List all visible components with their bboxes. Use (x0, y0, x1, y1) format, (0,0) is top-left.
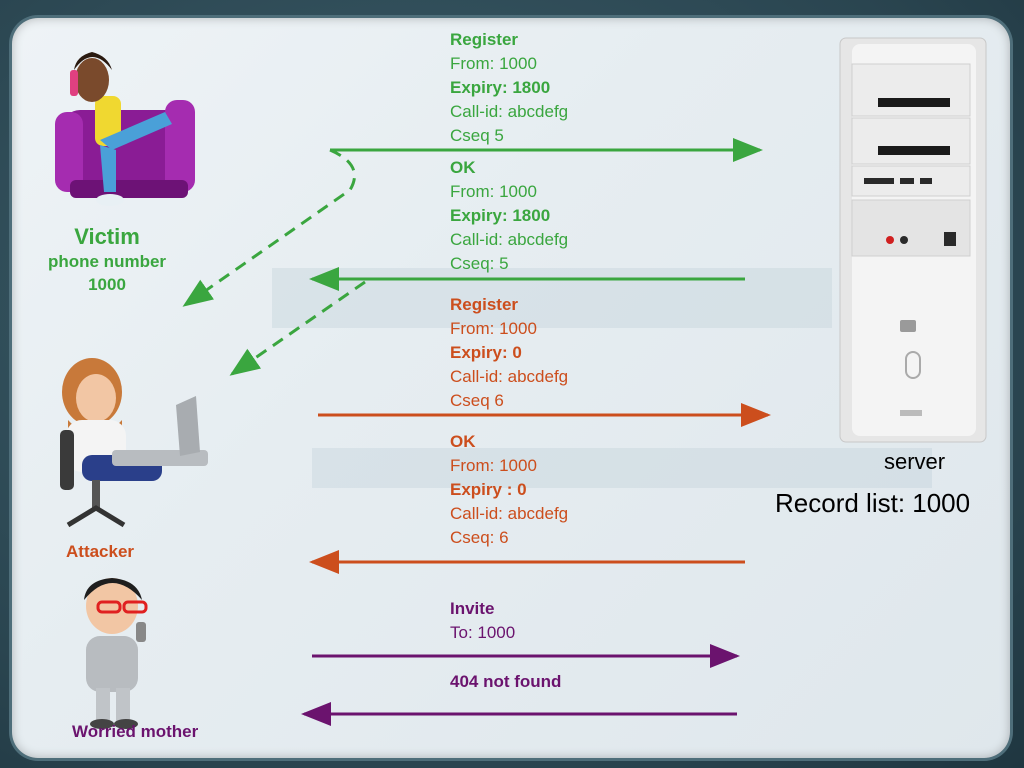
victim-figure (55, 52, 195, 206)
register2-callid: Call-id: abcdefg (450, 367, 569, 386)
ok1-from: From: 1000 (450, 182, 537, 201)
background-stripe (312, 448, 932, 488)
victim-phone-number: 1000 (88, 275, 126, 294)
ok1-title: OK (450, 158, 476, 177)
victim-phone-label: phone number (47, 252, 167, 271)
ok2-callid: Call-id: abcdefg (450, 504, 569, 523)
register1-callid: Call-id: abcdefg (450, 102, 569, 121)
register1-from: From: 1000 (450, 54, 537, 73)
server-figure (839, 37, 987, 443)
register2-from: From: 1000 (450, 319, 537, 338)
ok1-expiry: Expiry: 1800 (450, 206, 551, 225)
attacker-label: Attacker (66, 542, 135, 561)
ok2-from: From: 1000 (450, 456, 537, 475)
invite-title: Invite (450, 599, 495, 618)
register2-cseq: Cseq 6 (450, 391, 504, 410)
attacker-figure (60, 358, 208, 528)
ok1-callid: Call-id: abcdefg (450, 230, 569, 249)
victim-name: Victim (74, 224, 140, 249)
mother-label: Worried mother (72, 722, 199, 741)
register1-cseq: Cseq 5 (450, 126, 504, 145)
register2-expiry: Expiry: 0 (450, 343, 522, 362)
invite-message: Invite To: 1000 (450, 597, 515, 645)
mother-figure (84, 578, 148, 729)
register2-message: Register From: 1000 Expiry: 0 Call-id: a… (450, 293, 568, 413)
register2-title: Register (450, 295, 519, 314)
ok1-message: OK From: 1000 Expiry: 1800 Call-id: abcd… (450, 156, 568, 276)
victim-label: Victim phone number 1000 (40, 224, 174, 296)
ok2-cseq: Cseq: 6 (450, 528, 509, 547)
notfound-title: 404 not found (450, 672, 562, 691)
ok1-cseq: Cseq: 5 (450, 254, 509, 273)
ok2-expiry: Expiry : 0 (450, 480, 527, 499)
ok2-title: OK (450, 432, 476, 451)
dashed-arrow-to-attacker (229, 280, 366, 376)
server-label: server (884, 449, 946, 474)
record-list-label: Record list: 1000 (775, 488, 971, 518)
invite-to: To: 1000 (450, 623, 516, 642)
register1-expiry: Expiry: 1800 (450, 78, 551, 97)
ok2-message: OK From: 1000 Expiry : 0 Call-id: abcdef… (450, 430, 568, 550)
register1-title: Register (450, 30, 519, 49)
dashed-arrow-to-victim (182, 148, 356, 307)
notfound-message: 404 not found (450, 670, 561, 694)
register1-message: Register From: 1000 Expiry: 1800 Call-id… (450, 28, 568, 148)
